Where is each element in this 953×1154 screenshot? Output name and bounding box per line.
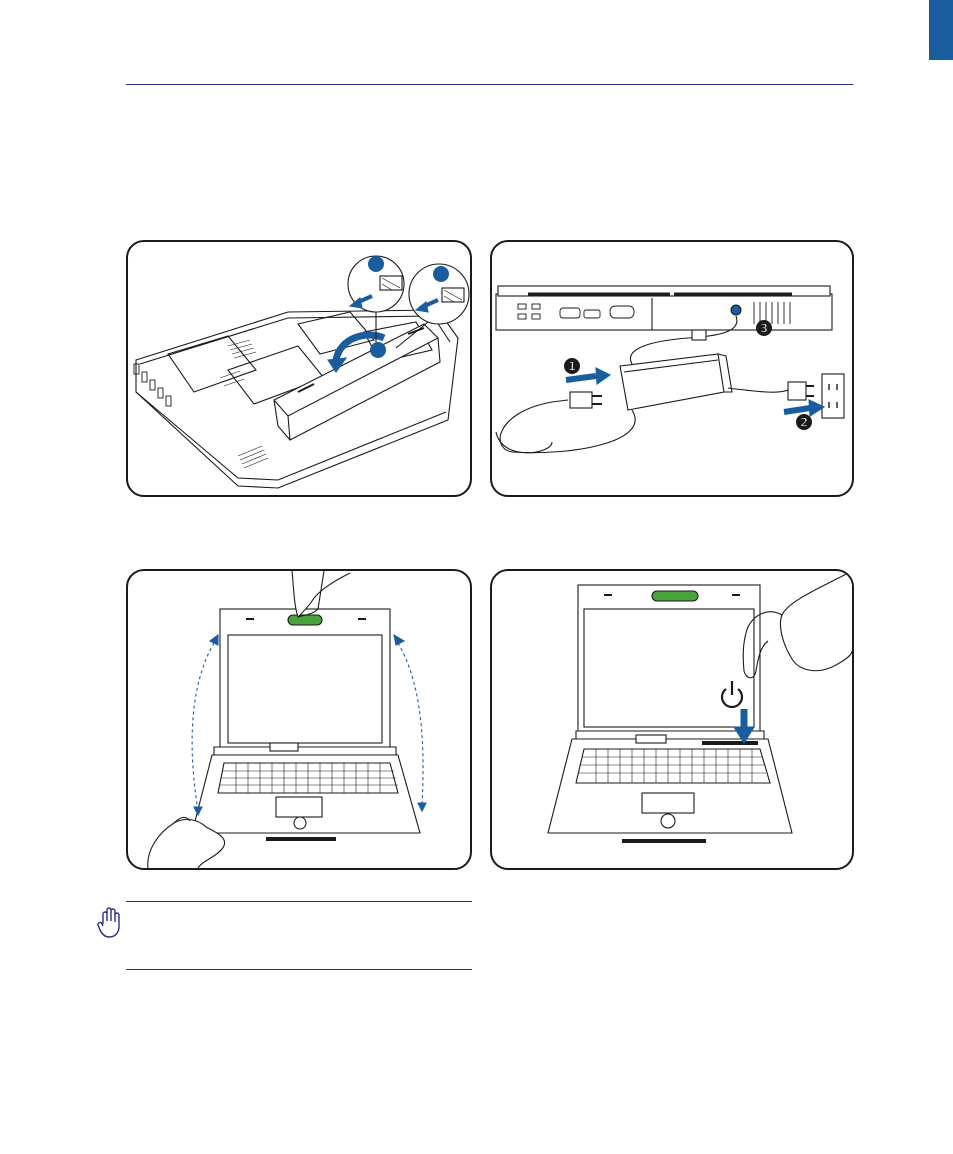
power-adapter-illustration: 1 2 3 — [490, 240, 854, 497]
note-rule-bottom — [126, 969, 472, 970]
header-rule — [126, 84, 853, 85]
step-badge-1: 1 — [568, 360, 576, 374]
step-badge-2: 2 — [800, 416, 808, 430]
note-rule-top — [126, 901, 472, 902]
raised-hand-icon — [97, 906, 123, 943]
power-on-illustration — [490, 569, 854, 870]
step-badge-3: 3 — [760, 322, 768, 336]
open-lid-illustration — [126, 569, 472, 870]
battery-install-illustration — [126, 240, 472, 497]
chapter-tab — [929, 0, 953, 60]
